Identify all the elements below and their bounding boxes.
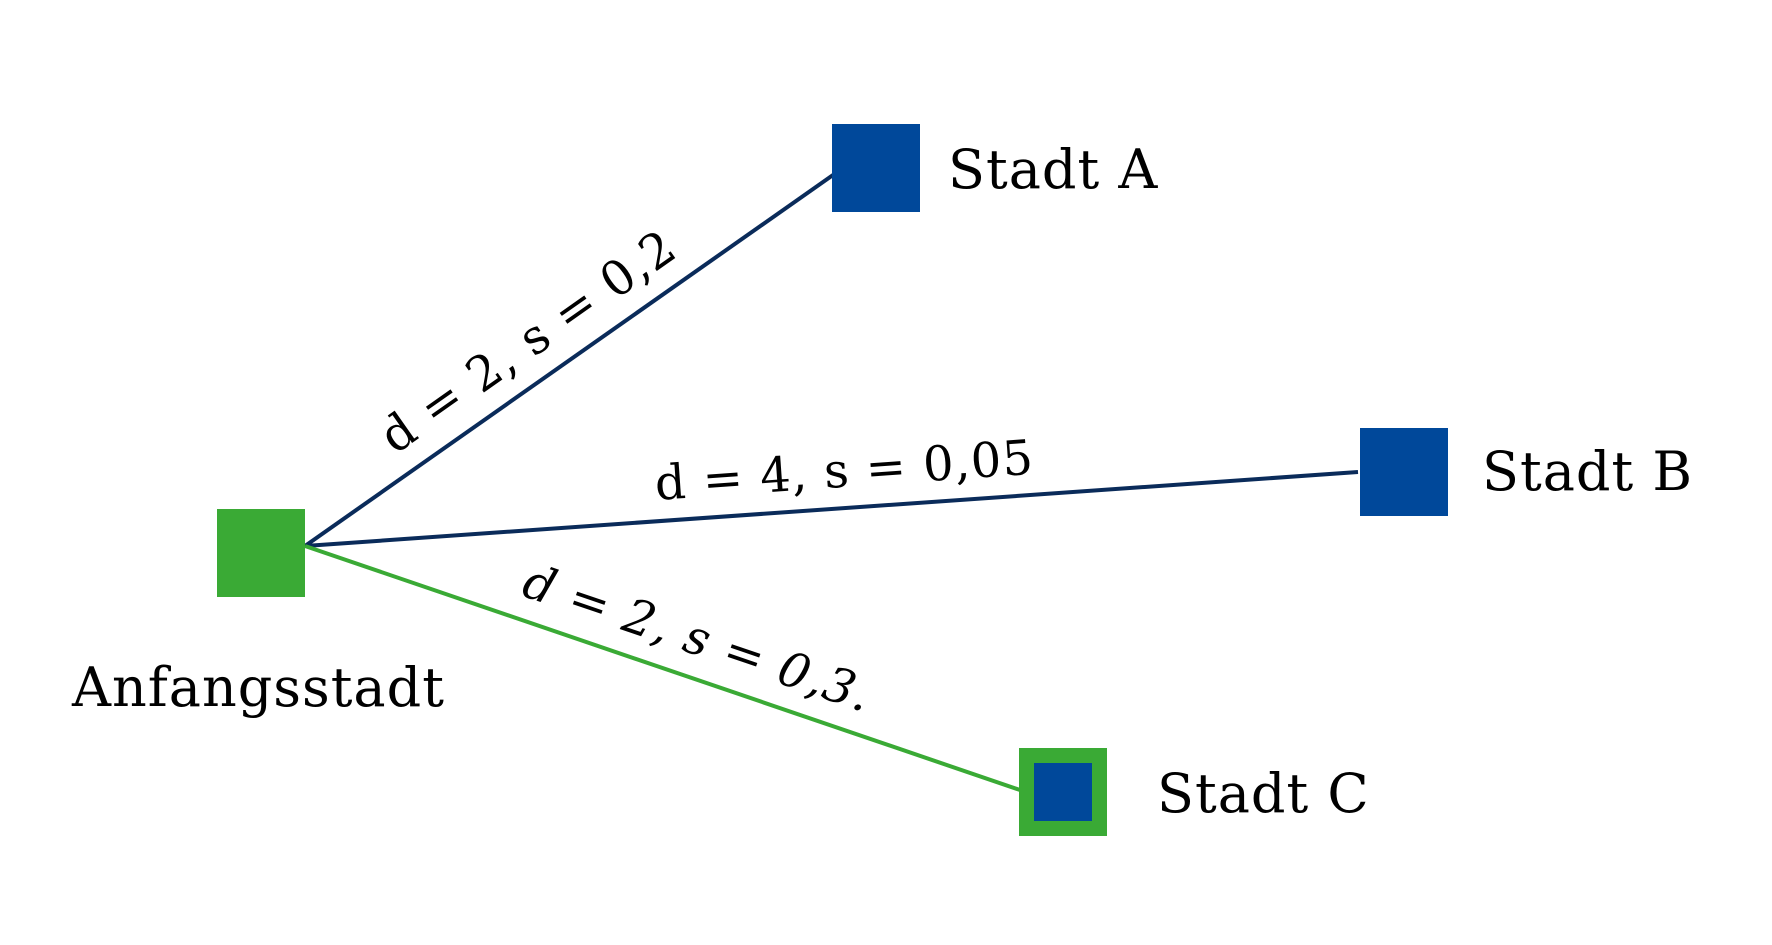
node-anfangsstadt	[217, 509, 305, 597]
node-stadt-a	[832, 124, 920, 212]
edge-start-to-stadt-a	[303, 173, 835, 548]
edge-start-to-stadt-c	[304, 544, 1021, 792]
node-stadt-b	[1360, 428, 1448, 516]
node-label-stadt-b: Stadt B	[1482, 440, 1693, 503]
node-stadt-c	[1034, 763, 1092, 821]
node-label-stadt-c: Stadt C	[1157, 762, 1370, 825]
node-label-anfangsstadt: Anfangsstadt	[71, 656, 445, 719]
edge-start-to-stadt-b	[304, 470, 1359, 548]
node-label-stadt-a: Stadt A	[948, 138, 1158, 201]
